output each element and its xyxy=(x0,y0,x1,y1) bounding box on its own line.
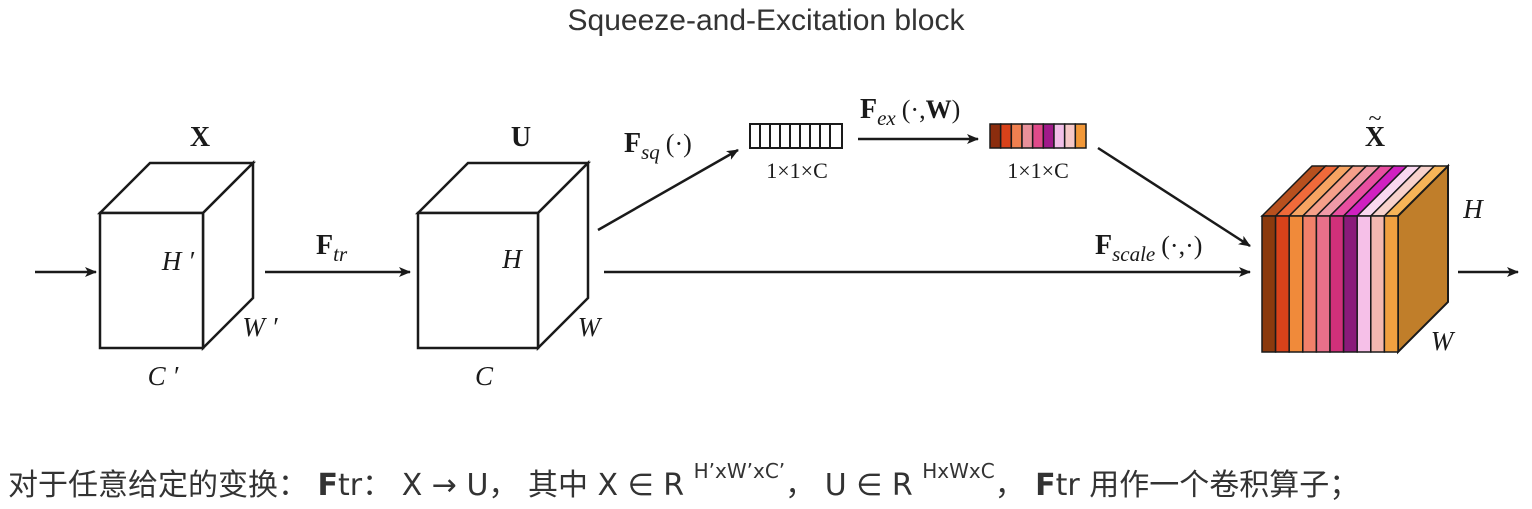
f-tr-label: Ftr xyxy=(316,230,348,266)
f-sq-label: Fsq(·) xyxy=(624,128,692,164)
f-ex-label: Fex(·,W) xyxy=(860,94,960,130)
slice-front xyxy=(1261,215,1277,353)
cube-x-width: W ′ xyxy=(242,312,278,342)
squeeze-cell xyxy=(809,123,821,149)
caption-u-dims: HxWxC xyxy=(922,459,995,483)
slice-front xyxy=(1288,215,1304,353)
squeeze-cell xyxy=(779,123,791,149)
caption-ftr2-bold: F xyxy=(1024,468,1056,503)
cube-u-label: U xyxy=(511,122,531,153)
caption-where: 其中 X ∈ R xyxy=(518,468,694,503)
diagram-title: Squeeze-and-Excitation block xyxy=(567,4,965,37)
slice-front xyxy=(1342,215,1358,353)
caption-ftr2-rest: tr xyxy=(1055,468,1080,503)
excite-cell xyxy=(1074,123,1087,149)
cube-u-width: W xyxy=(578,312,603,342)
caption-x-dims: H’xW’xC’ xyxy=(693,459,786,483)
slice-front xyxy=(1315,215,1331,353)
slice-front xyxy=(1302,215,1318,353)
caption-intro: 对于任意给定的变换： xyxy=(8,468,318,503)
slice-front xyxy=(1383,215,1399,353)
slice-front xyxy=(1370,215,1386,353)
squeeze-cell xyxy=(829,123,843,149)
excite-cell xyxy=(1021,123,1034,149)
caption-ftr-bold: F xyxy=(317,468,339,503)
squeeze-cell xyxy=(789,123,801,149)
cube-u-channels: C xyxy=(475,361,494,391)
cube-x-height: H ′ xyxy=(161,246,195,276)
caption-tail: 用作一个卷积算子； xyxy=(1079,468,1360,503)
squeeze-cell xyxy=(759,123,771,149)
cube-x xyxy=(96,159,257,352)
excite-cell xyxy=(999,123,1013,149)
excite-cell xyxy=(1010,123,1023,149)
caption-sep3: ， xyxy=(994,468,1025,503)
squeeze-vector xyxy=(749,123,843,149)
cube-x-tilde-label: X xyxy=(1365,122,1385,153)
caption-colon: ： xyxy=(362,468,393,503)
excite-cell xyxy=(1031,123,1045,149)
excite-cell xyxy=(989,123,1002,149)
excite-to-scale-arrow xyxy=(1097,146,1251,248)
squeeze-cell xyxy=(769,123,781,149)
squeeze-cell xyxy=(749,123,761,149)
excite-vector xyxy=(989,123,1087,149)
cube-u-height: H xyxy=(501,244,523,274)
squeeze-size: 1×1×C xyxy=(766,158,828,183)
excite-size: 1×1×C xyxy=(1007,158,1069,183)
cube-x-tilde xyxy=(1260,163,1450,355)
slice-front xyxy=(1274,215,1290,353)
excite-cell xyxy=(1063,123,1077,149)
cube-x-channels: C ′ xyxy=(148,361,180,391)
cube-x-tilde-height: H xyxy=(1462,194,1484,224)
tilde-mark: ~ xyxy=(1369,106,1382,132)
cube-u xyxy=(414,159,592,352)
f-scale-label: Fscale(·,·) xyxy=(1095,230,1202,266)
slice-front xyxy=(1329,215,1345,353)
excite-cell xyxy=(1042,123,1055,149)
caption-ftr-rest: tr xyxy=(338,468,363,503)
cube-x-label: X xyxy=(190,122,210,153)
f-sq-arrow xyxy=(597,148,739,232)
caption-sep2: ， xyxy=(785,468,816,503)
caption-mapping: X → U xyxy=(392,468,489,503)
cube-x-tilde-width: W xyxy=(1431,326,1456,356)
slice-front xyxy=(1356,215,1372,353)
caption-u-part: U ∈ R xyxy=(815,468,923,503)
caption-sep1: ， xyxy=(488,468,519,503)
squeeze-cell xyxy=(819,123,831,149)
caption: 对于任意给定的变换： Ftr： X → U， 其中 X ∈ R H’xW’xC’… xyxy=(8,459,1528,504)
squeeze-cell xyxy=(799,123,811,149)
excite-cell xyxy=(1053,123,1066,149)
